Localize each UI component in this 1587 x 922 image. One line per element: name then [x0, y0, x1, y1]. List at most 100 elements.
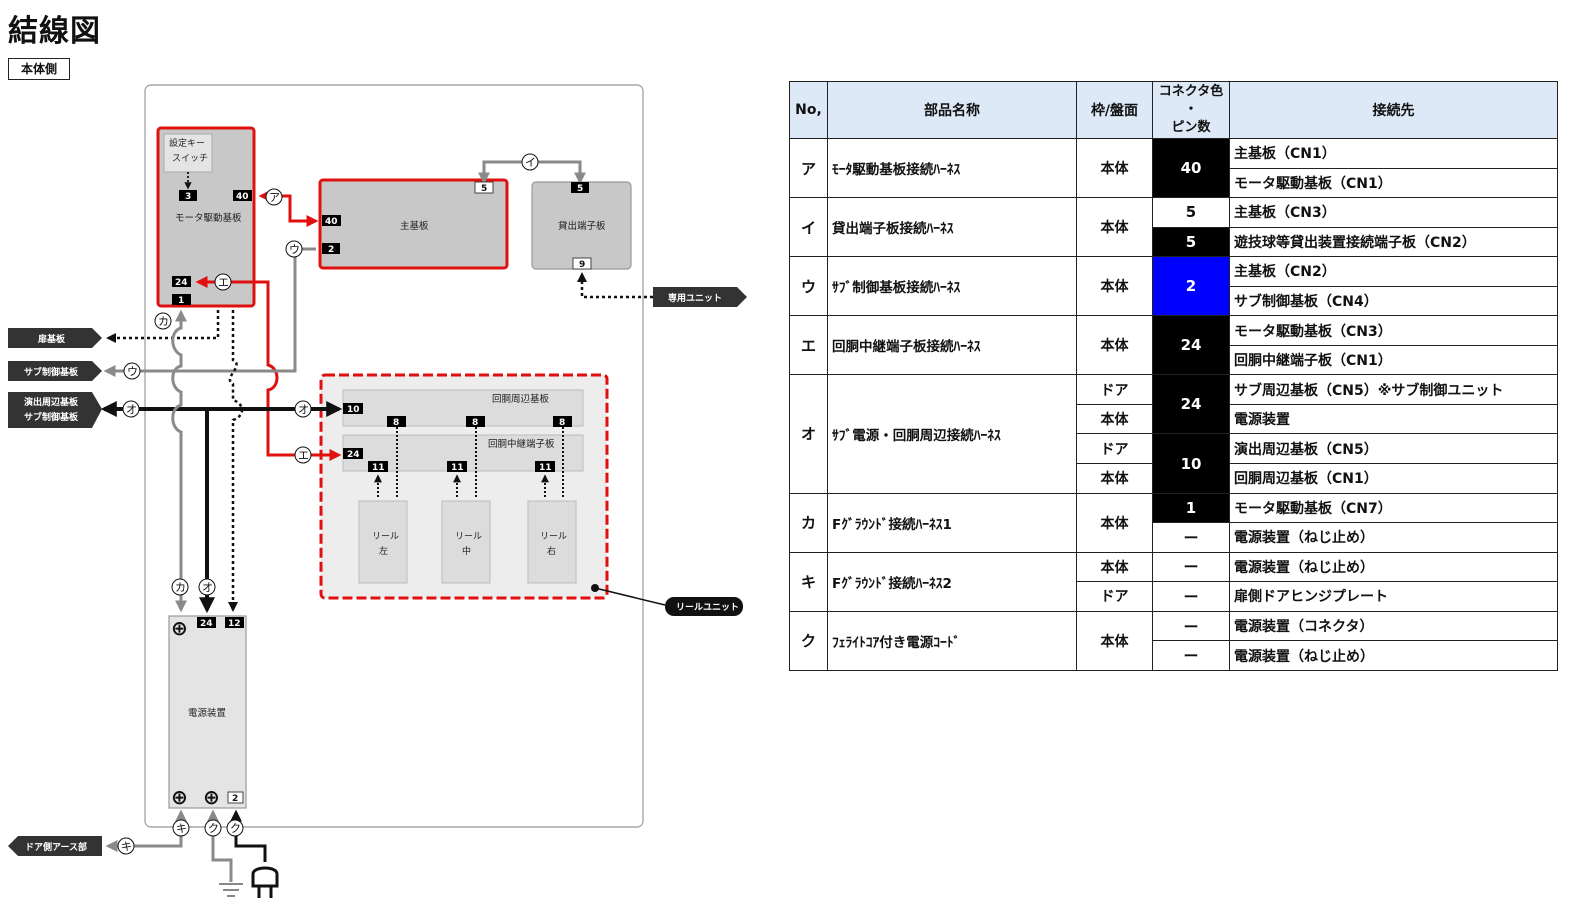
row-pin: ー [1152, 581, 1230, 612]
row-dest: 回胴周辺基板（CN1） [1229, 463, 1558, 494]
row-pin: 1 [1152, 492, 1230, 524]
pin-label: 11 [539, 463, 552, 473]
table-row: ー 電源装置（ねじ止め） [790, 640, 1558, 671]
header-pin: コネクタ色 ・ ピン数 [1152, 81, 1230, 139]
row-dest: 主基板（CN2） [1229, 256, 1558, 287]
power-unit-label: 電源装置 [188, 707, 226, 719]
reel-relay-board-label: 回胴中継端子板 [488, 438, 555, 450]
reel-center-pos: 中 [462, 545, 471, 557]
table-row: ク ﾌｪﾗｲﾄｺｱ付き電源ｺｰﾄﾞ 本体 ー 電源装置（コネクタ） [789, 610, 1558, 671]
row-side: 本体 [1076, 403, 1153, 435]
reel-periph-board-label: 回胴周辺基板 [492, 393, 550, 405]
pin-label: 11 [451, 463, 464, 473]
marker-e: エ [218, 276, 229, 289]
tag-effect-sub-control: サブ制御基板 [24, 411, 79, 423]
header-pin-line1: コネクタ色 [1158, 84, 1224, 99]
marker-ka: カ [175, 581, 186, 594]
header-side: 枠/盤面 [1076, 81, 1153, 139]
pin-label: 5 [481, 184, 487, 194]
reel-right [527, 500, 577, 584]
reel-right-pos: 右 [547, 545, 556, 557]
header-pin-line3: ピン数 [1171, 120, 1211, 135]
pin-label: 2 [232, 794, 238, 804]
row-name: 回胴中継端子板接続ﾊｰﾈｽ [827, 315, 1077, 376]
pin-label: 10 [347, 405, 360, 415]
row-side: 本体 [1076, 137, 1153, 199]
tag-reel-unit: リールユニット [676, 602, 739, 613]
row-no: ク [789, 610, 828, 671]
row-name: ｻﾌﾞ電源・回胴周辺接続ﾊｰﾈｽ [827, 374, 1077, 494]
marker-o: オ [298, 403, 309, 416]
table-row: ドア 10 演出周辺基板（CN5） [790, 433, 1558, 494]
screw-icon: ⊕ [203, 785, 220, 809]
row-dest: モータ駆動基板（CN3） [1229, 315, 1558, 346]
table-row: 5 遊技球等貸出装置接続端子板（CN2） [790, 226, 1558, 258]
power-plug-icon [251, 866, 279, 898]
row-no: オ [789, 374, 828, 494]
wiring-diagram: 設定キー スイッチ モータ駆動基板 主基板 貸出端子板 回胴周辺基板 回胴中継端… [8, 84, 747, 898]
pin-label: 8 [472, 418, 478, 428]
external-tags: 扉基板 サブ制御基板 演出周辺基板 サブ制御基板 専用ユニット リールユニット … [8, 287, 747, 856]
marker-o: オ [126, 403, 137, 416]
table-row: ー 電源装置（ねじ止め） [790, 522, 1558, 553]
row-dest: 主基板（CN1） [1229, 138, 1558, 169]
table-row: ドア ー 扉側ドアヒンジプレート [790, 581, 1558, 612]
row-side: 本体 [1076, 256, 1153, 317]
header-dest: 接続先 [1229, 81, 1558, 139]
row-side: ドア [1076, 581, 1153, 612]
header-name: 部品名称 [827, 81, 1077, 139]
row-dest: 電源装置（ねじ止め） [1229, 551, 1558, 583]
lending-board-label: 貸出端子板 [558, 220, 606, 232]
table-row: 本体 回胴周辺基板（CN1） [790, 463, 1558, 494]
row-side: 本体 [1076, 492, 1153, 553]
header-no: No, [789, 81, 828, 139]
reel-center [441, 500, 491, 584]
marker-ku: ク [208, 822, 219, 835]
row-no: キ [789, 551, 828, 612]
row-name: Fｸﾞﾗｳﾝﾄﾞ接続ﾊｰﾈｽ1 [827, 492, 1077, 553]
row-dest: サブ制御基板（CN4） [1229, 285, 1558, 317]
row-pin: 40 [1152, 137, 1230, 199]
row-no: ウ [789, 256, 828, 317]
row-dest: 演出周辺基板（CN5） [1229, 433, 1558, 465]
row-dest: 電源装置（ねじ止め） [1229, 640, 1558, 671]
pin-label: 24 [347, 450, 360, 460]
row-side: ドア [1076, 374, 1153, 405]
motor-board-label: モータ駆動基板 [175, 212, 242, 224]
row-pin: ー [1152, 522, 1230, 553]
harness-table: No, 部品名称 枠/盤面 コネクタ色 ・ ピン数 接続先 ア ﾓｰﾀ駆動基板接… [789, 81, 1558, 671]
marker-a: ア [269, 191, 280, 204]
pin-label: 40 [236, 192, 249, 202]
pin-label: 24 [200, 619, 213, 629]
tag-door-board: 扉基板 [37, 333, 66, 345]
pin-label: 3 [185, 192, 191, 202]
wire-u [103, 247, 316, 377]
table-row: ア ﾓｰﾀ駆動基板接続ﾊｰﾈｽ 本体 40 主基板（CN1） [789, 137, 1558, 199]
row-side: 本体 [1076, 197, 1153, 258]
row-dest: モータ駆動基板（CN7） [1229, 492, 1558, 524]
row-pin: 5 [1152, 226, 1230, 258]
header-pin-line2: ・ [1184, 102, 1198, 117]
row-pin: ー [1152, 610, 1230, 642]
reel-left [358, 500, 408, 584]
table-row: 回胴中継端子板（CN1） [790, 344, 1558, 376]
pin-label: 12 [228, 619, 241, 629]
row-name: ﾌｪﾗｲﾄｺｱ付き電源ｺｰﾄﾞ [827, 610, 1077, 671]
pin-label: 2 [328, 245, 334, 255]
main-board-label: 主基板 [400, 220, 429, 232]
table-row: オ ｻﾌﾞ電源・回胴周辺接続ﾊｰﾈｽ ドア 24 サブ周辺基板（CN5）※サブ制… [789, 374, 1558, 494]
marker-o: オ [202, 581, 213, 594]
row-dest: モータ駆動基板（CN1） [1229, 167, 1558, 199]
row-pin: 24 [1152, 315, 1230, 376]
table-row: エ 回胴中継端子板接続ﾊｰﾈｽ 本体 24 モータ駆動基板（CN3） [789, 315, 1558, 376]
reel-right-label: リール [540, 532, 567, 542]
tag-effect-periph: 演出周辺基板 [24, 396, 79, 408]
harness-markers: イ ア ウ エ カ ウ オ オ エ カ オ キ ク ク キ [117, 153, 539, 855]
marker-ki: キ [176, 822, 187, 835]
row-no: イ [789, 197, 828, 258]
power-supply-unit: 電源装置 ⊕ ⊕ ⊕ [168, 615, 247, 809]
row-side: 本体 [1076, 551, 1153, 583]
reel-left-pos: 左 [379, 545, 388, 557]
reel-unit: 回胴周辺基板 回胴中継端子板 リール 左 リール 中 リール 右 [319, 373, 609, 600]
row-dest: 主基板（CN3） [1229, 197, 1558, 228]
